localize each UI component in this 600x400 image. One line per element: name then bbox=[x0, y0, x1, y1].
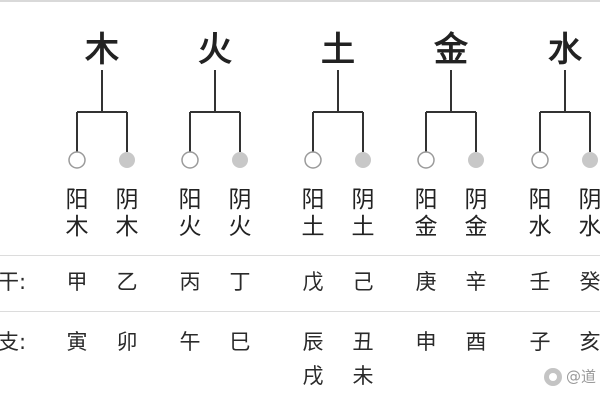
yin-branch: 巳 bbox=[229, 330, 251, 354]
yang-branch: 寅 bbox=[66, 330, 88, 354]
yin-label: 阴土 bbox=[351, 187, 375, 240]
divider-middle bbox=[0, 311, 600, 312]
yin-branch: 丑 bbox=[352, 330, 374, 354]
divider-top bbox=[0, 255, 600, 256]
yang-stem: 壬 bbox=[529, 270, 551, 294]
yang-label: 阳火 bbox=[178, 187, 202, 240]
yang-label: 阳水 bbox=[528, 187, 552, 240]
yin-circle-icon bbox=[582, 152, 598, 168]
yin-stem: 乙 bbox=[116, 270, 138, 294]
yin-label: 阴水 bbox=[578, 187, 600, 240]
yin-stem: 癸 bbox=[579, 270, 600, 294]
yin-label: 阴木 bbox=[115, 187, 139, 240]
yang-label: 阳木 bbox=[65, 187, 89, 240]
yang-circle-icon bbox=[181, 151, 199, 169]
element-name: 金 bbox=[434, 30, 468, 70]
yang-circle-icon bbox=[304, 151, 322, 169]
yang-stem: 甲 bbox=[66, 270, 88, 294]
yang-circle-icon bbox=[417, 151, 435, 169]
yin-stem: 辛 bbox=[465, 270, 487, 294]
element-name: 火 bbox=[198, 30, 232, 70]
yang-branch: 辰 bbox=[302, 330, 324, 354]
yin-circle-icon bbox=[355, 152, 371, 168]
yin-circle-icon bbox=[468, 152, 484, 168]
yin-branch-extra: 未 bbox=[352, 364, 374, 388]
yin-circle-icon bbox=[232, 152, 248, 168]
yin-stem: 丁 bbox=[229, 270, 251, 294]
yin-circle-icon bbox=[119, 152, 135, 168]
element-name: 土 bbox=[321, 30, 355, 70]
element-name: 水 bbox=[548, 30, 582, 70]
top-border bbox=[0, 0, 600, 2]
element-name: 木 bbox=[85, 30, 119, 70]
yang-branch-extra: 戌 bbox=[302, 364, 324, 388]
yang-branch: 申 bbox=[415, 330, 437, 354]
yang-branch: 子 bbox=[529, 330, 551, 354]
yin-branch: 亥 bbox=[579, 330, 600, 354]
branches-row-label: 支: bbox=[0, 330, 27, 354]
yang-branch: 午 bbox=[179, 330, 201, 354]
watermark: @道 bbox=[543, 367, 596, 386]
yang-stem: 丙 bbox=[179, 270, 201, 294]
yin-stem: 己 bbox=[352, 270, 374, 294]
yang-circle-icon bbox=[68, 151, 86, 169]
yin-label: 阴金 bbox=[464, 187, 488, 240]
yang-stem: 庚 bbox=[415, 270, 437, 294]
stems-row-label: 干: bbox=[0, 270, 27, 294]
yang-label: 阳金 bbox=[414, 187, 438, 240]
yin-branch: 酉 bbox=[465, 330, 487, 354]
yin-label: 阴火 bbox=[228, 187, 252, 240]
yang-stem: 戊 bbox=[302, 270, 324, 294]
yang-circle-icon bbox=[531, 151, 549, 169]
watermark-logo-icon bbox=[543, 368, 562, 386]
yang-label: 阳土 bbox=[301, 187, 325, 240]
watermark-text: @道 bbox=[565, 367, 596, 386]
yin-branch: 卯 bbox=[116, 330, 138, 354]
